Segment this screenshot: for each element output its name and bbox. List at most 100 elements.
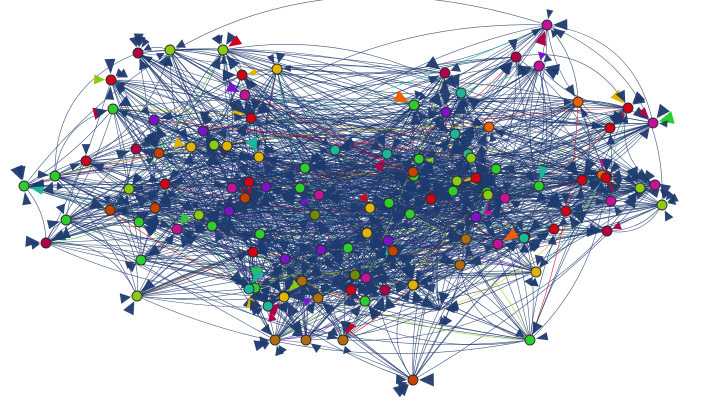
graph-node [510,51,522,63]
edge-arrowhead [465,255,482,265]
graph-edge [439,177,607,311]
graph-node [60,214,72,226]
edge-arrowhead [392,153,403,163]
graph-node [312,292,324,304]
edge-arrowhead [115,68,124,77]
edge-arrowhead [601,158,613,172]
edge-arrowhead [524,171,535,182]
graph-node [243,283,255,295]
edge-arrowhead [538,51,547,61]
graph-node [622,102,634,114]
edge-arrowhead [372,273,387,285]
edge-arrowhead [245,79,255,89]
edge-arrowhead [571,202,584,212]
edge-arrowhead [81,144,91,155]
edge-arrowhead [320,283,328,293]
edge-arrowhead [634,168,650,182]
edge-arrowhead [104,58,116,74]
graph-node [239,192,251,204]
graph-edge [137,52,306,169]
edge-arrowhead [247,68,258,76]
edge-arrowhead [540,232,550,241]
edge-arrowhead [310,343,322,353]
edge-arrowhead [453,99,467,114]
edge-arrowhead [465,218,474,234]
graph-edge [23,185,47,244]
edge-arrowhead [22,191,32,206]
graph-edge [577,101,607,177]
edge-arrowhead [252,98,261,113]
edge-arrowhead [145,214,159,226]
graph-edge [109,209,254,253]
graph-edge [109,94,246,211]
edge-arrowhead [249,299,262,311]
graph-node [262,300,274,312]
graph-edge [606,204,663,232]
graph-edge [244,94,320,299]
edge-arrowhead [254,308,263,316]
edge-arrowhead [343,345,352,355]
edge-arrowhead [407,178,416,191]
edge-arrowhead [397,176,409,186]
graph-edge [304,167,414,286]
edge-arrowhead [91,163,105,173]
edge-arrowhead [632,93,646,105]
edge-arrowhead [306,302,315,312]
graph-edge [222,24,548,74]
edge-arrowhead [215,34,223,45]
edge-arrowhead [217,216,229,227]
edge-arrowhead [289,319,303,335]
graph-edge [140,24,548,261]
graph-node [656,199,668,211]
graph-node [482,189,494,201]
edge-arrowhead [155,52,165,61]
edge-arrowhead [301,261,311,276]
edge-arrowhead [239,151,253,161]
edge-arrowhead [392,383,409,398]
edge-arrowhead [440,94,451,106]
edge-arrowhead [141,279,156,292]
graph-node [260,181,272,193]
graph-edge [258,122,607,177]
edge-arrowhead [146,193,155,203]
graph-edge [412,107,629,173]
graph-edge [190,146,246,199]
graph-edge [65,219,531,345]
edge-arrowhead [455,164,464,176]
edge-arrowhead [170,176,184,185]
edge-arrowhead [338,277,350,286]
edge-arrowhead [370,213,381,227]
edge-arrowhead [349,290,360,299]
edge-arrowhead [552,28,566,39]
edge-arrowhead [553,19,568,31]
edge-arrowhead [321,137,331,147]
graph-edge [241,74,349,249]
graph-node [149,202,161,214]
graph-edge [54,154,420,177]
graph-edge [305,127,611,341]
edge-arrowhead [417,176,430,189]
graph-node [226,182,238,194]
edge-arrowhead [667,196,677,205]
graph-edge [276,68,663,206]
edge-arrowhead [609,161,621,174]
edge-arrowhead [252,268,264,284]
edge-arrowhead [204,115,213,126]
graph-edge [54,126,490,177]
graph-edge [546,24,611,129]
edge-arrowhead [354,263,363,274]
edge-arrowhead [501,61,513,75]
edge-arrowhead [123,301,135,316]
edge-arrowhead [375,246,386,259]
graph-edge [137,49,472,159]
edge-arrowhead [368,305,379,318]
edge-arrowhead [226,31,238,45]
graph-node [300,334,312,346]
edge-arrowhead [393,90,409,103]
graph-edge [198,65,540,216]
graph-edge [342,264,461,341]
graph-edge [283,184,656,301]
graph-node [465,152,477,164]
edge-arrowhead [544,68,559,80]
edge-arrowhead [439,252,455,263]
